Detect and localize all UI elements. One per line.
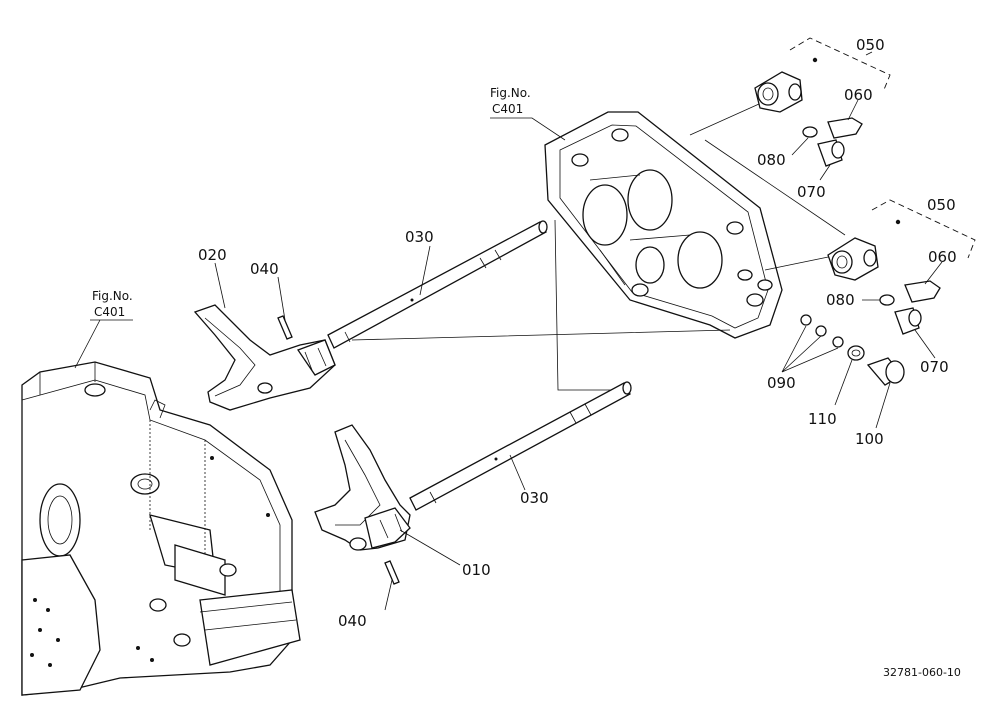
leader-040a — [277, 276, 286, 321]
detent-holder-lower — [827, 237, 879, 281]
leader-020 — [214, 262, 226, 309]
callout-020: 020 — [198, 246, 227, 264]
callout-030-lower: 030 — [520, 489, 549, 507]
leader-070b — [914, 329, 936, 359]
callout-060-lower: 060 — [928, 248, 957, 266]
leader-060b — [924, 261, 943, 285]
callout-030-upper: 030 — [405, 228, 434, 246]
spring-pin-lower — [384, 560, 400, 585]
callout-050-upper: 050 — [856, 36, 885, 54]
fig-ref-number: C401 — [492, 102, 523, 116]
reference-line — [689, 99, 846, 271]
washer-upper — [802, 126, 818, 138]
figure-reference-left: Fig.No. C401 — [74, 289, 133, 369]
drawing-number: 32781-060-10 — [883, 666, 961, 679]
callout-010: 010 — [462, 561, 491, 579]
callout-080-lower: 080 — [826, 291, 855, 309]
callout-080-upper: 080 — [757, 151, 786, 169]
leader-080a — [791, 137, 809, 156]
detent-holder-upper — [754, 71, 803, 113]
cover-plate — [544, 111, 783, 339]
transmission-case — [21, 361, 301, 696]
spring-pin-upper — [277, 315, 293, 340]
fig-ref-title: Fig.No. — [490, 86, 531, 100]
fig-ref-title: Fig.No. — [92, 289, 133, 303]
washer-lower — [879, 294, 895, 306]
assembly-boundary-lower — [871, 199, 976, 259]
assembly-marker — [812, 57, 818, 63]
fig-ref-number: C401 — [94, 305, 125, 319]
leader-030a — [419, 245, 431, 296]
callout-070-upper: 070 — [797, 183, 826, 201]
callout-060-upper: 060 — [844, 86, 873, 104]
leader-060a — [847, 99, 859, 121]
leader-070a — [819, 164, 831, 181]
sealing-washer — [847, 345, 865, 361]
leader-090 — [781, 325, 839, 373]
assembly-marker — [895, 219, 901, 225]
leader-100 — [875, 382, 891, 429]
shift-rod-lower — [409, 381, 632, 511]
leader-010 — [399, 529, 461, 566]
callout-050-lower: 050 — [927, 196, 956, 214]
leader-110 — [834, 359, 853, 406]
shift-fork-upper — [193, 304, 336, 411]
shift-rod-upper — [327, 220, 548, 349]
callout-040-upper: 040 — [250, 260, 279, 278]
callout-100: 100 — [855, 430, 884, 448]
leader-040b — [384, 579, 393, 611]
figure-reference-right: Fig.No. C401 — [490, 86, 566, 141]
detent-plunger-upper — [827, 117, 863, 139]
reference-line — [351, 219, 731, 391]
callout-070-lower: 070 — [920, 358, 949, 376]
callout-040-lower: 040 — [338, 612, 367, 630]
detent-plunger-lower — [904, 280, 941, 303]
shift-fork-lower — [314, 424, 411, 551]
callout-090: 090 — [767, 374, 796, 392]
leader-050a — [865, 51, 873, 56]
leader-030b — [509, 454, 526, 491]
assembly-boundary-upper — [789, 37, 891, 93]
callout-110: 110 — [808, 410, 837, 428]
detent-balls — [800, 314, 844, 348]
